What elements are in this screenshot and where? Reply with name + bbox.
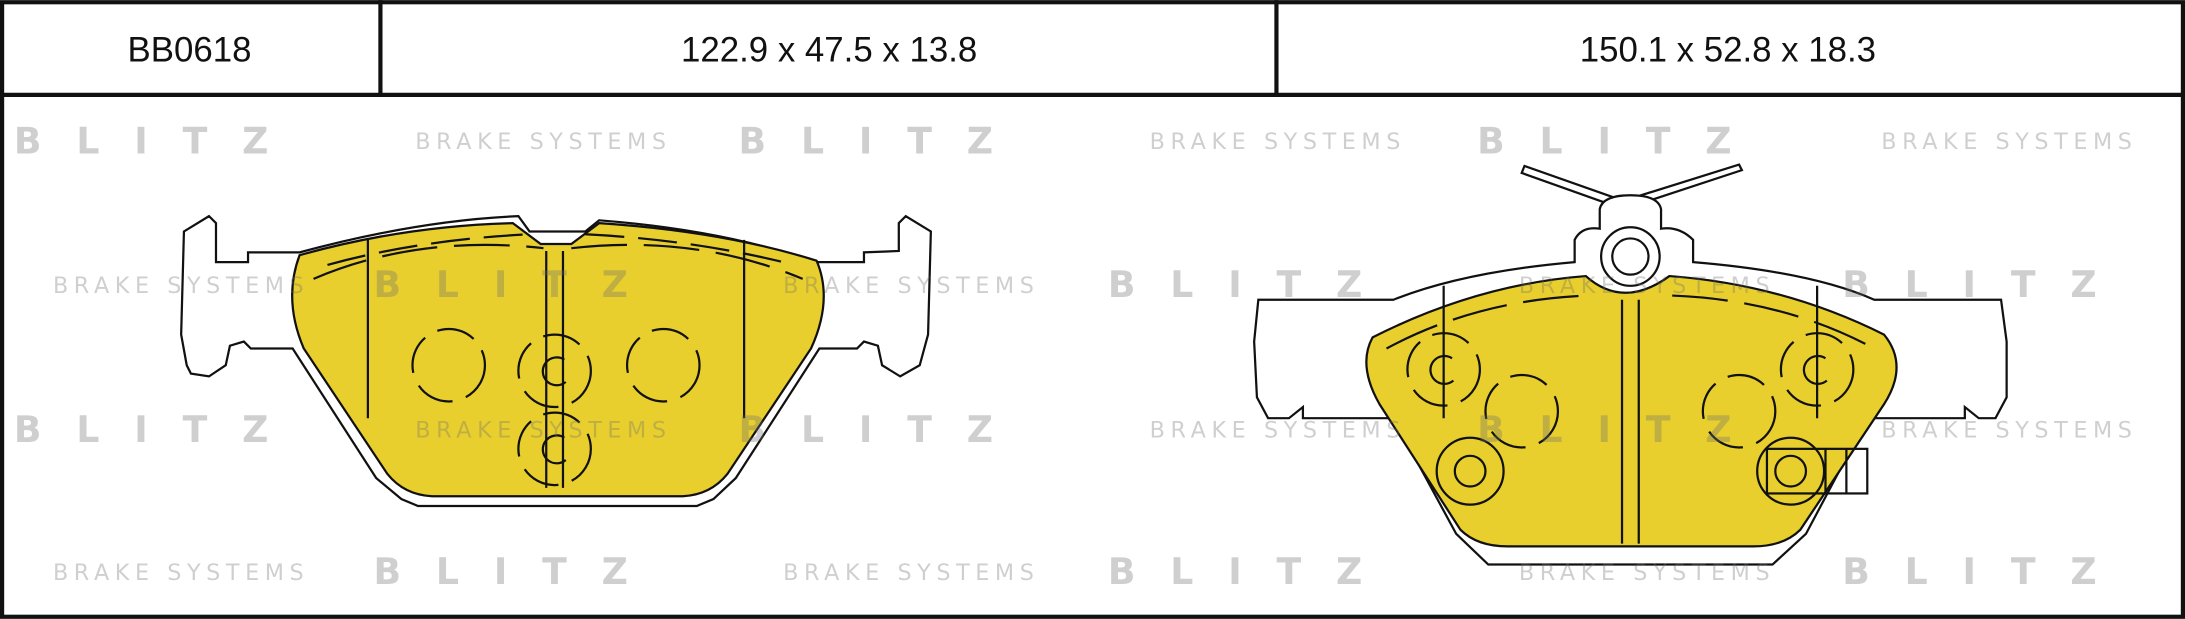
part-number: BB0618 bbox=[128, 30, 252, 69]
watermark-tagline: BRAKE SYSTEMS bbox=[783, 560, 1039, 586]
watermark-tagline: BRAKE SYSTEMS bbox=[1519, 560, 1775, 586]
piston-circle bbox=[1779, 332, 1855, 407]
watermark-tagline: BRAKE SYSTEMS bbox=[53, 273, 309, 299]
wear-line bbox=[585, 233, 795, 266]
wear-line bbox=[327, 233, 530, 266]
watermark-tagline: BRAKE SYSTEMS bbox=[1150, 418, 1406, 444]
watermark-brand: BLITZ bbox=[373, 550, 662, 593]
sensor-loop-inner bbox=[1611, 237, 1650, 276]
rivet-mark bbox=[1429, 354, 1455, 385]
wear-line bbox=[1385, 294, 1589, 350]
watermark-brand: BLITZ bbox=[14, 119, 303, 162]
watermark-tagline: BRAKE SYSTEMS bbox=[783, 273, 1039, 299]
shim-circle-inner bbox=[1453, 454, 1487, 488]
watermark-brand: BLITZ bbox=[1108, 263, 1397, 306]
left-friction-material bbox=[291, 221, 825, 498]
watermark-tagline: BRAKE SYSTEMS bbox=[1519, 273, 1775, 299]
shim-circle bbox=[1756, 436, 1826, 506]
left-brake-pad bbox=[180, 214, 932, 508]
rivet-mark bbox=[541, 356, 567, 387]
piston-circle bbox=[625, 327, 701, 403]
front-pad-dimensions: 122.9 x 47.5 x 13.8 bbox=[681, 30, 977, 69]
watermark-brand: BLITZ bbox=[1477, 408, 1766, 451]
watermark-brand: BLITZ bbox=[739, 119, 1028, 162]
wear-line bbox=[313, 243, 544, 280]
shim-circle bbox=[1435, 436, 1505, 506]
watermark-brand: BLITZ bbox=[739, 408, 1028, 451]
wear-sensor-tab bbox=[1765, 447, 1869, 495]
watermark-tagline: BRAKE SYSTEMS bbox=[1881, 129, 2137, 155]
piston-circle bbox=[1406, 332, 1482, 407]
wear-line bbox=[1672, 294, 1875, 350]
piston-circle bbox=[517, 411, 592, 487]
watermark-tagline: BRAKE SYSTEMS bbox=[1150, 129, 1406, 155]
watermark-tagline: BRAKE SYSTEMS bbox=[415, 129, 671, 155]
watermark-tagline: BRAKE SYSTEMS bbox=[415, 418, 671, 444]
right-brake-pad bbox=[1253, 163, 2008, 566]
sensor-loop bbox=[1600, 226, 1661, 287]
watermark-brand: BLITZ bbox=[14, 408, 303, 451]
piston-circle bbox=[517, 333, 592, 409]
watermark-brand: BLITZ bbox=[1842, 263, 2131, 306]
rivet-mark bbox=[1802, 354, 1828, 385]
watermark-tagline: BRAKE SYSTEMS bbox=[53, 560, 309, 586]
watermark-layer: BLITZ BRAKE SYSTEMS BLITZ BRAKE SYSTEMS … bbox=[14, 119, 2137, 593]
watermark-brand: BLITZ bbox=[1842, 550, 2131, 593]
piston-circle bbox=[1701, 373, 1777, 449]
watermark-brand: BLITZ bbox=[373, 263, 662, 306]
piston-circle bbox=[1484, 373, 1560, 449]
piston-circle bbox=[411, 327, 487, 403]
watermark-brand: BLITZ bbox=[1477, 119, 1766, 162]
rear-pad-dimensions: 150.1 x 52.8 x 18.3 bbox=[1580, 30, 1876, 69]
watermark-tagline: BRAKE SYSTEMS bbox=[1881, 418, 2137, 444]
shim-circle-inner bbox=[1774, 454, 1808, 488]
rivet-mark bbox=[541, 434, 567, 465]
watermark-brand: BLITZ bbox=[1108, 550, 1397, 593]
wear-line bbox=[571, 243, 804, 280]
